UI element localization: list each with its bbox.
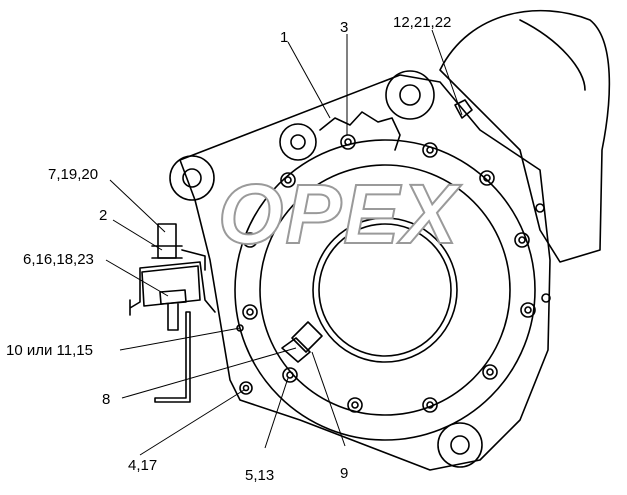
callout-9: 9 <box>340 465 349 482</box>
callout-1: 1 <box>280 29 289 46</box>
flange-bolts <box>239 134 551 413</box>
watermark-logo: OPEX <box>217 167 460 261</box>
flange-plate <box>179 74 551 471</box>
callout-8: 8 <box>102 391 111 408</box>
callout-6-16-18-23: 6,16,18,23 <box>23 251 94 268</box>
callout-12-21-22: 12,21,22 <box>393 14 452 31</box>
callout-5-13: 5,13 <box>245 467 275 484</box>
callout-2: 2 <box>99 207 108 224</box>
central-bore <box>312 217 458 363</box>
ear-top-left <box>169 155 215 201</box>
leader-lines <box>105 29 463 456</box>
rear-housing <box>439 9 611 263</box>
callout-3: 3 <box>340 19 349 36</box>
callout-7-19-20: 7,19,20 <box>48 166 99 183</box>
fitting <box>281 321 323 363</box>
flange-ring <box>234 139 536 441</box>
callout-10-or-11-15: 10 или 11,15 <box>6 342 93 359</box>
ear-top <box>385 70 435 120</box>
gear-outline <box>319 111 401 151</box>
ear-bottom <box>437 422 483 468</box>
rear-housing-inner <box>519 19 586 91</box>
sensor-bracket <box>129 223 216 403</box>
callout-4-17: 4,17 <box>128 457 158 474</box>
